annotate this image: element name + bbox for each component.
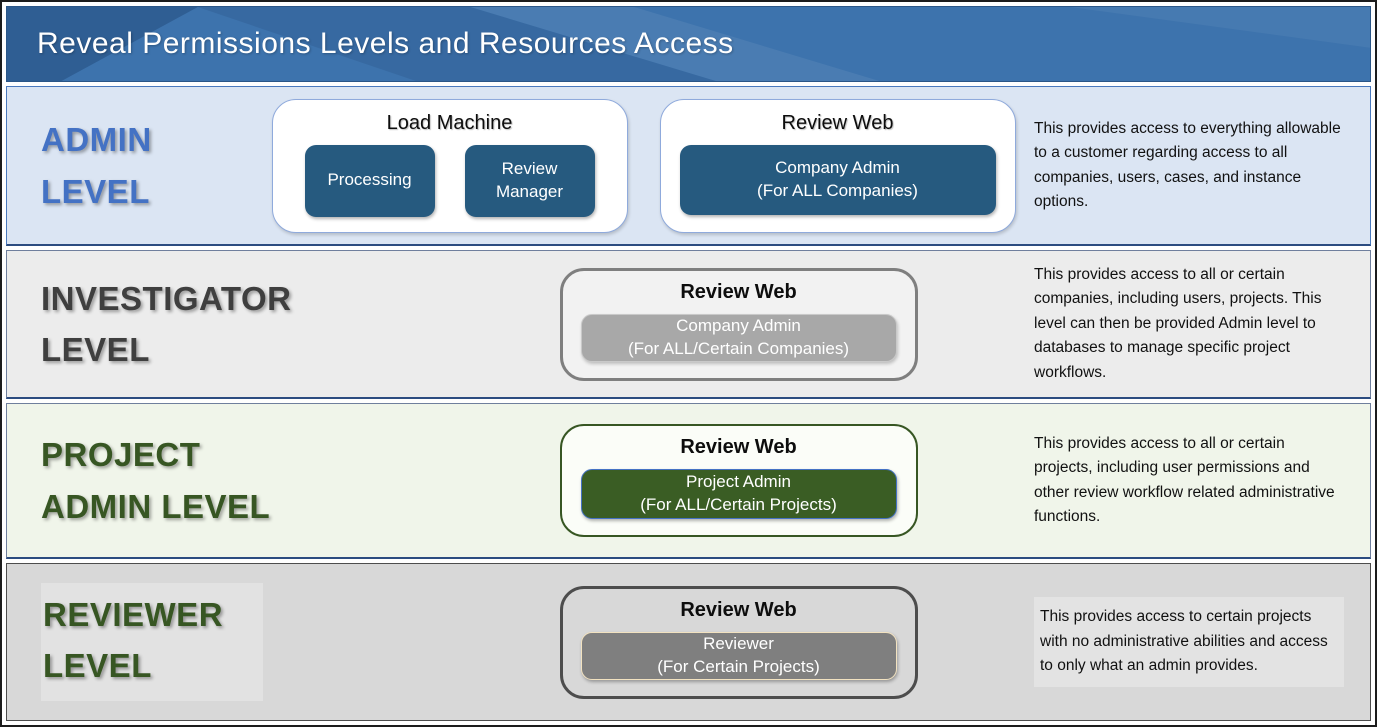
project-admin-button: Project Admin (For ALL/Certain Projects) xyxy=(580,469,897,519)
project-admin-cards-zone: Review Web Project Admin (For ALL/Certai… xyxy=(447,424,1030,537)
level-row-reviewer: REVIEWER LEVEL Review Web Reviewer (For … xyxy=(6,563,1371,721)
company-admin-all-button: Company Admin (For ALL Companies) xyxy=(679,144,996,215)
header-banner: Reveal Permissions Levels and Resources … xyxy=(6,6,1371,82)
reviewer-button: Reviewer (For Certain Projects) xyxy=(580,631,897,680)
admin-cards-zone: Load Machine Processing Review Manager R… xyxy=(257,98,1030,233)
admin-description-zone: This provides access to everything allow… xyxy=(1030,117,1370,215)
level-row-project-admin: PROJECT ADMIN LEVEL Review Web Project A… xyxy=(6,403,1371,559)
admin-level-label-zone: ADMIN LEVEL xyxy=(7,114,257,216)
admin-review-web-title: Review Web xyxy=(781,111,894,134)
project-admin-description: This provides access to all or certain p… xyxy=(1034,434,1335,525)
page-title: Reveal Permissions Levels and Resources … xyxy=(37,27,734,60)
investigator-description-zone: This provides access to all or certain c… xyxy=(1030,263,1370,385)
reviewer-review-web-title: Review Web xyxy=(680,598,797,621)
investigator-cards-zone: Review Web Company Admin (For ALL/Certai… xyxy=(447,267,1030,381)
investigator-level-label-zone: INVESTIGATOR LEVEL xyxy=(7,273,447,375)
project-admin-description-zone: This provides access to all or certain p… xyxy=(1030,432,1370,530)
project-admin-review-web-title: Review Web xyxy=(680,436,797,458)
project-admin-level-label-zone: PROJECT ADMIN LEVEL xyxy=(7,429,447,531)
level-row-admin: ADMIN LEVEL Load Machine Processing Revi… xyxy=(6,86,1371,246)
reviewer-level-label-zone: REVIEWER LEVEL xyxy=(7,582,447,702)
reviewer-description-zone: This provides access to certain projects… xyxy=(1030,597,1370,687)
investigator-review-web-title: Review Web xyxy=(680,280,797,303)
level-row-investigator: INVESTIGATOR LEVEL Review Web Company Ad… xyxy=(6,250,1371,399)
reviewer-level-label: REVIEWER LEVEL xyxy=(41,582,264,702)
load-machine-card-title: Load Machine xyxy=(386,111,513,134)
reviewer-description: This provides access to certain projects… xyxy=(1034,597,1344,687)
admin-description: This provides access to everything allow… xyxy=(1034,119,1341,210)
investigator-review-web-card: Review Web Company Admin (For ALL/Certai… xyxy=(559,267,918,381)
reviewer-review-web-card: Review Web Reviewer (For Certain Project… xyxy=(559,585,918,699)
admin-review-web-card: Review Web Company Admin (For ALL Compan… xyxy=(659,98,1016,233)
company-admin-certain-button: Company Admin (For ALL/Certain Companies… xyxy=(580,313,897,362)
load-machine-card: Load Machine Processing Review Manager xyxy=(271,98,628,233)
review-manager-button: Review Manager xyxy=(464,144,595,217)
processing-button: Processing xyxy=(304,144,435,217)
investigator-level-label: INVESTIGATOR LEVEL xyxy=(41,279,292,368)
project-admin-level-label: PROJECT ADMIN LEVEL xyxy=(41,436,271,525)
admin-level-label: ADMIN LEVEL xyxy=(41,121,152,210)
project-admin-review-web-card: Review Web Project Admin (For ALL/Certai… xyxy=(559,424,918,537)
reviewer-cards-zone: Review Web Reviewer (For Certain Project… xyxy=(447,585,1030,699)
investigator-description: This provides access to all or certain c… xyxy=(1034,265,1322,381)
